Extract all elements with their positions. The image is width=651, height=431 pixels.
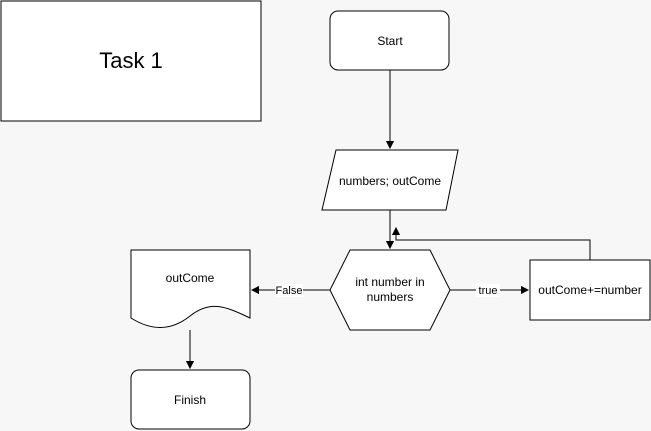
- start-label: Start: [377, 34, 403, 48]
- finish-node[interactable]: Finish: [130, 369, 251, 430]
- accumulate-node[interactable]: outCome+=number: [529, 259, 651, 321]
- loop-label-line1: int number in: [355, 275, 424, 289]
- edge-label-true: true: [479, 285, 498, 297]
- accumulate-label: outCome+=number: [538, 283, 641, 297]
- title-box: Task 1: [0, 0, 262, 122]
- edge-label-false: False: [276, 285, 303, 297]
- output-document-node[interactable]: outCome: [130, 249, 251, 328]
- start-node[interactable]: Start: [329, 10, 450, 71]
- output-label: outCome: [166, 271, 215, 285]
- input-node[interactable]: numbers; outCome: [321, 149, 459, 211]
- loop-label-line2: numbers: [367, 290, 414, 304]
- loop-decision-node[interactable]: int number in numbers: [329, 249, 451, 331]
- finish-label: Finish: [174, 393, 206, 407]
- edge-loop-back: [396, 228, 591, 260]
- title-text: Task 1: [99, 48, 163, 73]
- input-label: numbers; outCome: [339, 174, 441, 188]
